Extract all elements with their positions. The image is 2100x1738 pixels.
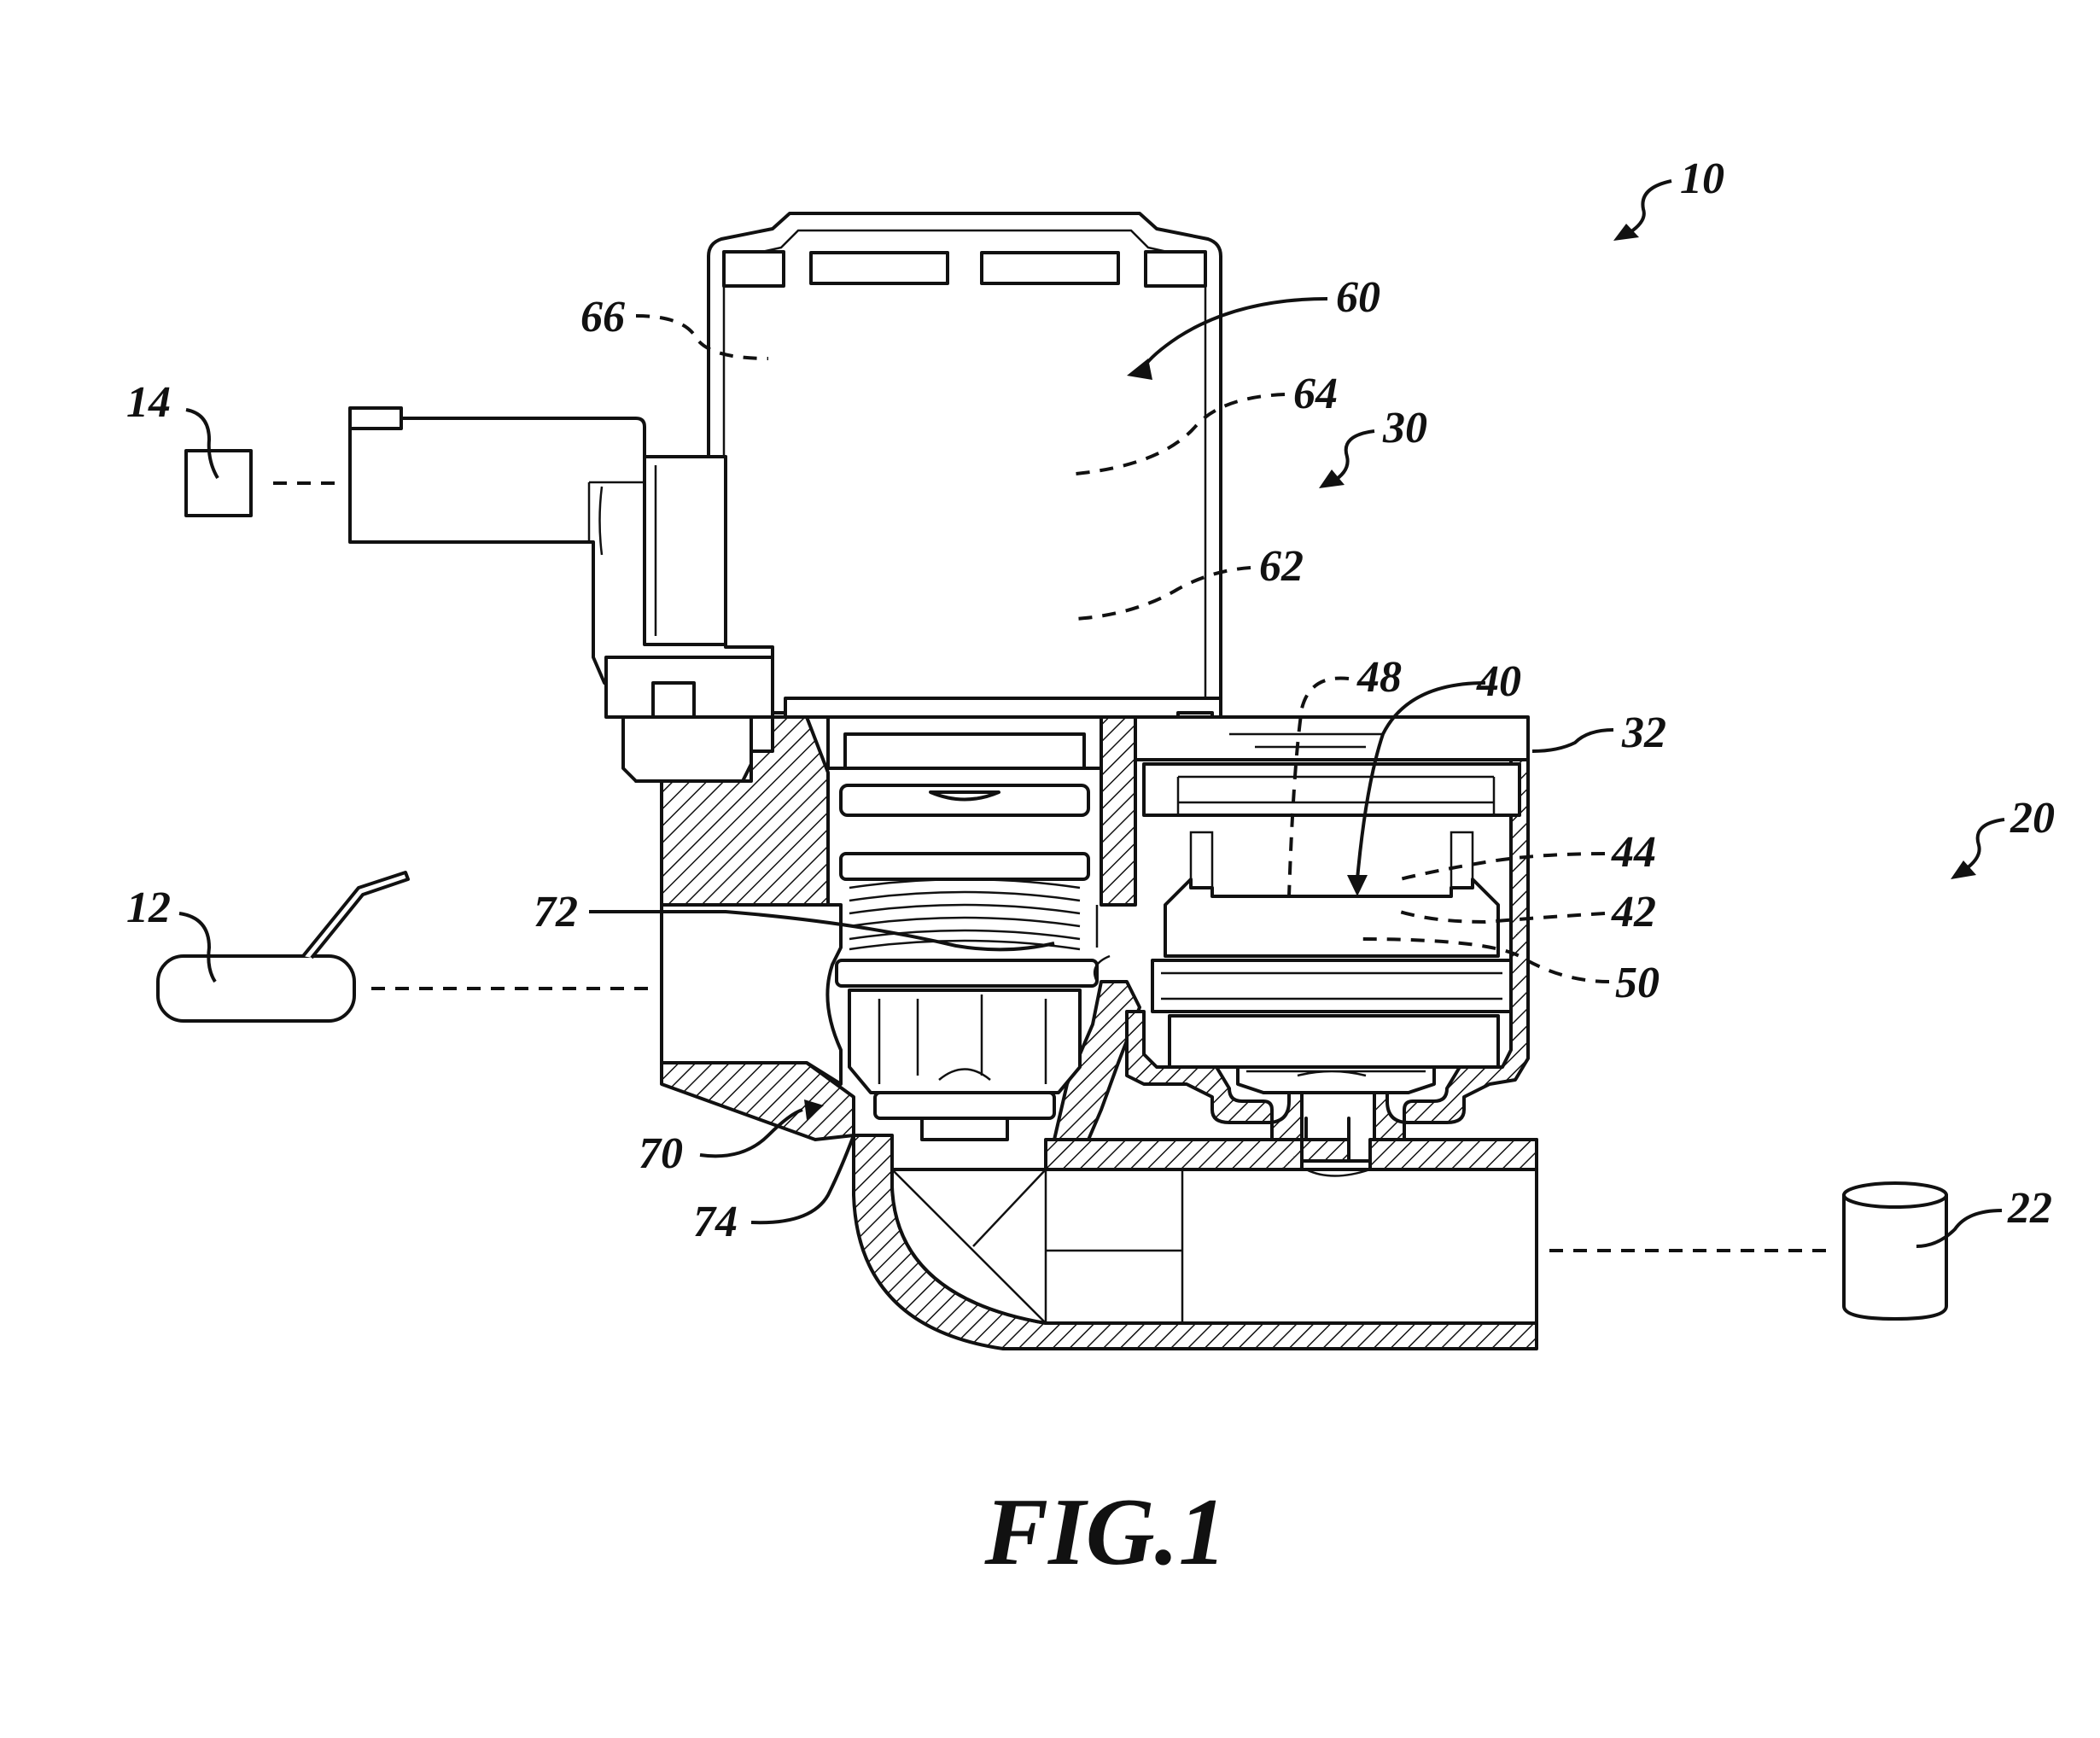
ref-32: 32: [1621, 709, 1666, 757]
ref-12: 12: [126, 884, 171, 932]
ref-64: 64: [1293, 370, 1338, 418]
ref-50: 50: [1615, 959, 1660, 1007]
ref-40: 40: [1476, 657, 1521, 706]
ref-22: 22: [2007, 1184, 2052, 1233]
inlet-pipe: [662, 905, 841, 1084]
ref-30: 30: [1382, 404, 1427, 452]
component-12-tank: [158, 872, 408, 1021]
component-14-box: [186, 451, 251, 516]
ref-48: 48: [1356, 653, 1402, 702]
ref-44: 44: [1611, 828, 1656, 877]
electrical-connector: [350, 408, 777, 781]
actuator-housing: [709, 213, 1221, 730]
cap-32: [1135, 717, 1528, 760]
figure-title: FIG.1: [983, 1479, 1226, 1585]
ref-72: 72: [534, 888, 578, 936]
housing-base-plate: [785, 698, 1221, 717]
ref-14: 14: [126, 378, 171, 427]
ref-74: 74: [693, 1198, 738, 1246]
component-22-canister: [1844, 1183, 1946, 1319]
ref-70: 70: [639, 1129, 683, 1178]
ref-42: 42: [1611, 888, 1656, 936]
housing-top-tab-left: [811, 253, 948, 283]
ref-10: 10: [1680, 155, 1724, 203]
ref-66: 66: [580, 293, 625, 341]
outlet-pipe: [892, 1169, 1537, 1323]
ref-20: 20: [2010, 794, 2055, 843]
ref-60: 60: [1336, 273, 1380, 322]
chamber-40: [1144, 764, 1520, 1093]
housing-top-tab-right: [982, 253, 1118, 283]
ref-62: 62: [1259, 542, 1304, 591]
